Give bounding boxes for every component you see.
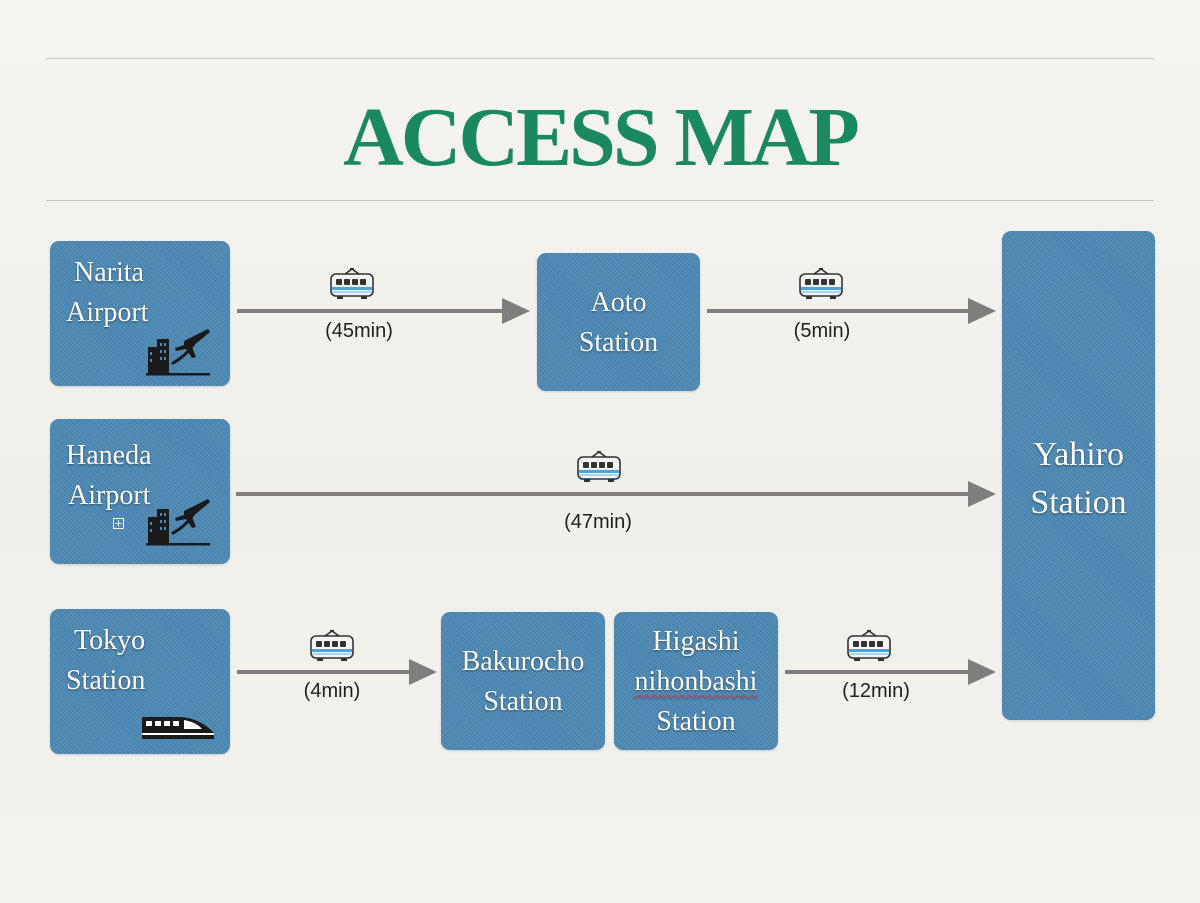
bullet-train-icon (142, 717, 214, 739)
page-title: ACCESS MAP (343, 91, 860, 184)
narita-line1: Narita (74, 257, 144, 288)
train-icon (577, 451, 621, 483)
arrowhead-narita-aoto (502, 298, 530, 324)
train-icon (799, 268, 843, 300)
time-higashi-yahiro: (12min) (842, 680, 910, 702)
arrowhead-aoto-yahiro (968, 298, 996, 324)
origin-haneda-airport: Haneda Airport (50, 419, 230, 564)
origin-tokyo-station: Tokyo Station (50, 609, 230, 754)
tokyo-line2: Station (66, 665, 146, 696)
haneda-line1: Haneda (66, 440, 152, 471)
time-tokyo-bakurocho: (4min) (303, 680, 361, 702)
time-haneda-yahiro: (47min) (564, 511, 632, 533)
arrowhead-tokyo-bakurocho (409, 659, 437, 685)
arrowhead-higashi-yahiro (968, 659, 996, 685)
plus-square-icon (113, 518, 124, 529)
yahiro-line2: Station (1030, 484, 1127, 521)
aoto-line2: Station (578, 327, 659, 358)
aoto-line1: Aoto (590, 287, 647, 318)
time-aoto-yahiro: (5min) (793, 320, 851, 342)
narita-line2: Airport (66, 297, 149, 328)
yahiro-line1: Yahiro (1032, 436, 1124, 473)
train-icon (310, 630, 354, 662)
train-icon (330, 268, 374, 300)
airport-icon (146, 329, 210, 376)
title-divider (46, 200, 1154, 201)
time-narita-aoto: (45min) (325, 320, 393, 342)
bakurocho-line2: Station (483, 686, 563, 717)
station-aoto: Aoto Station (537, 253, 700, 391)
higashi-line3: Station (656, 706, 736, 737)
bakurocho-line1: Bakurocho (461, 646, 585, 677)
higashi-line1: Higashi (652, 626, 740, 657)
station-higashi-nihonbashi: Higashi nihonbashi Station (614, 612, 778, 750)
station-bakurocho: Bakurocho Station (441, 612, 605, 750)
train-icon (847, 630, 891, 662)
top-divider (46, 58, 1154, 59)
haneda-line2: Airport (68, 480, 151, 511)
tokyo-line1: Tokyo (74, 625, 146, 656)
higashi-line2: nihonbashi (614, 662, 778, 702)
station-yahiro: Yahiro Station (1002, 231, 1155, 720)
arrowhead-haneda-yahiro (968, 481, 996, 507)
higashi-line2-text: nihonbashi (634, 666, 758, 697)
airport-icon (146, 499, 210, 546)
origin-narita-airport: Narita Airport (50, 241, 230, 386)
